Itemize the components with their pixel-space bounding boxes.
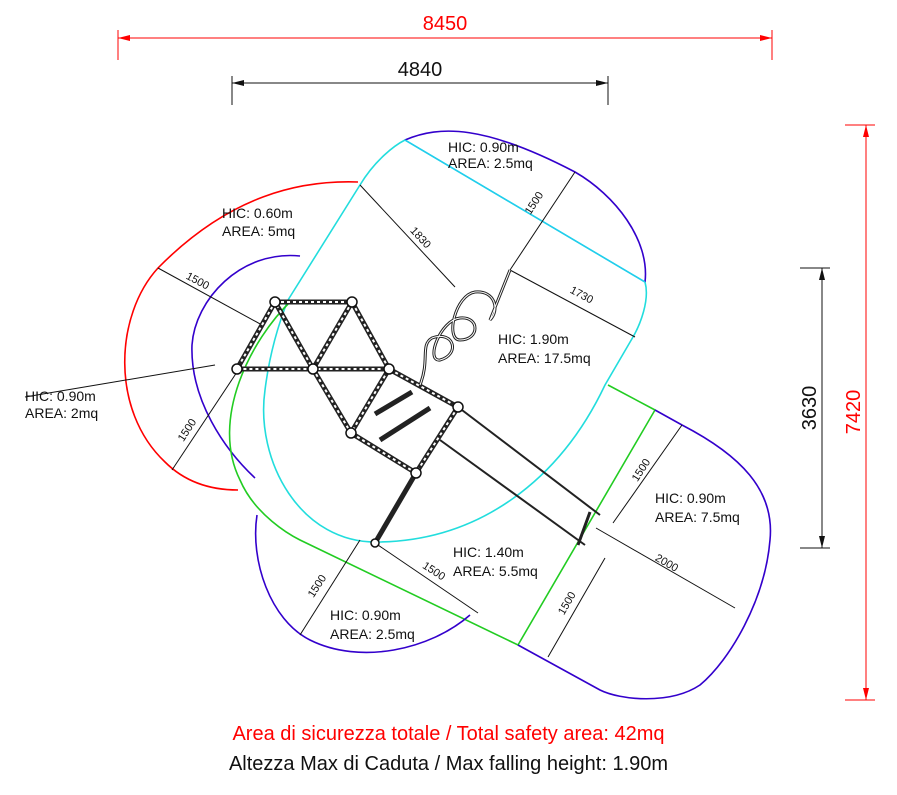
svg-text:AREA: 2mq: AREA: 2mq	[25, 405, 98, 421]
max-height-text: Altezza Max di Caduta / Max falling heig…	[228, 753, 669, 775]
svg-text:AREA: 7.5mq: AREA: 7.5mq	[655, 509, 740, 525]
svg-text:AREA: 5mq: AREA: 5mq	[222, 223, 295, 239]
svg-text:HIC: 0.90m: HIC: 0.90m	[448, 139, 519, 155]
zone-label-green: HIC: 1.40m AREA: 5.5mq	[453, 544, 538, 579]
total-height-label: 7420	[843, 390, 865, 435]
svg-text:1500: 1500	[306, 573, 329, 600]
zone-label-bottom-left: HIC: 0.90m AREA: 2.5mq	[330, 607, 415, 642]
svg-text:2000: 2000	[653, 552, 680, 575]
zone-purple-bottom-right	[517, 409, 772, 700]
zone-green-hic-140	[228, 299, 657, 647]
structure-height-label: 3630	[799, 386, 821, 431]
svg-text:HIC: 0.90m: HIC: 0.90m	[655, 490, 726, 506]
total-area-text: Area di sicurezza totale / Total safety …	[232, 723, 665, 745]
svg-text:AREA: 2.5mq: AREA: 2.5mq	[330, 626, 415, 642]
svg-text:AREA: 2.5mq: AREA: 2.5mq	[448, 155, 533, 171]
svg-text:HIC: 1.40m: HIC: 1.40m	[453, 544, 524, 560]
zone-cyan-hic-190	[262, 139, 648, 543]
svg-text:1500: 1500	[176, 417, 199, 444]
svg-text:1500: 1500	[556, 590, 579, 617]
svg-text:1500: 1500	[420, 560, 447, 583]
zone-label-left: HIC: 0.90m AREA: 2mq	[25, 388, 98, 421]
zone-label-cyan: HIC: 1.90m AREA: 17.5mq	[498, 331, 591, 366]
dimension-structure-height: 3630	[799, 267, 830, 549]
svg-text:HIC: 0.60m: HIC: 0.60m	[222, 205, 293, 221]
zone-purple-bottom-left	[254, 514, 471, 654]
svg-text:HIC: 0.90m: HIC: 0.90m	[330, 607, 401, 623]
zone-red-hic-060	[123, 181, 359, 491]
dimension-lines: 1830 1500 1730 1500 1500 1500 2000 1500 …	[24, 171, 736, 658]
zone-label-bottom-right: HIC: 0.90m AREA: 7.5mq	[655, 490, 740, 525]
dimension-total-width: 8450	[117, 13, 773, 60]
structure-width-label: 4840	[398, 59, 443, 81]
dimension-total-height: 7420	[843, 124, 875, 701]
svg-text:AREA: 5.5mq: AREA: 5.5mq	[453, 563, 538, 579]
svg-text:AREA: 17.5mq: AREA: 17.5mq	[498, 350, 591, 366]
zone-label-top: HIC: 0.90m AREA: 2.5mq	[448, 139, 533, 171]
zone-label-red: HIC: 0.60m AREA: 5mq	[222, 205, 295, 239]
svg-text:1500: 1500	[523, 190, 546, 217]
svg-text:HIC: 1.90m: HIC: 1.90m	[498, 331, 569, 347]
play-structure	[231, 269, 601, 548]
svg-text:1830: 1830	[407, 225, 432, 251]
total-width-label: 8450	[423, 13, 468, 35]
svg-text:HIC: 0.90m: HIC: 0.90m	[25, 388, 96, 404]
zone-purple-small-left	[191, 254, 301, 479]
dimension-structure-width: 4840	[231, 59, 609, 105]
